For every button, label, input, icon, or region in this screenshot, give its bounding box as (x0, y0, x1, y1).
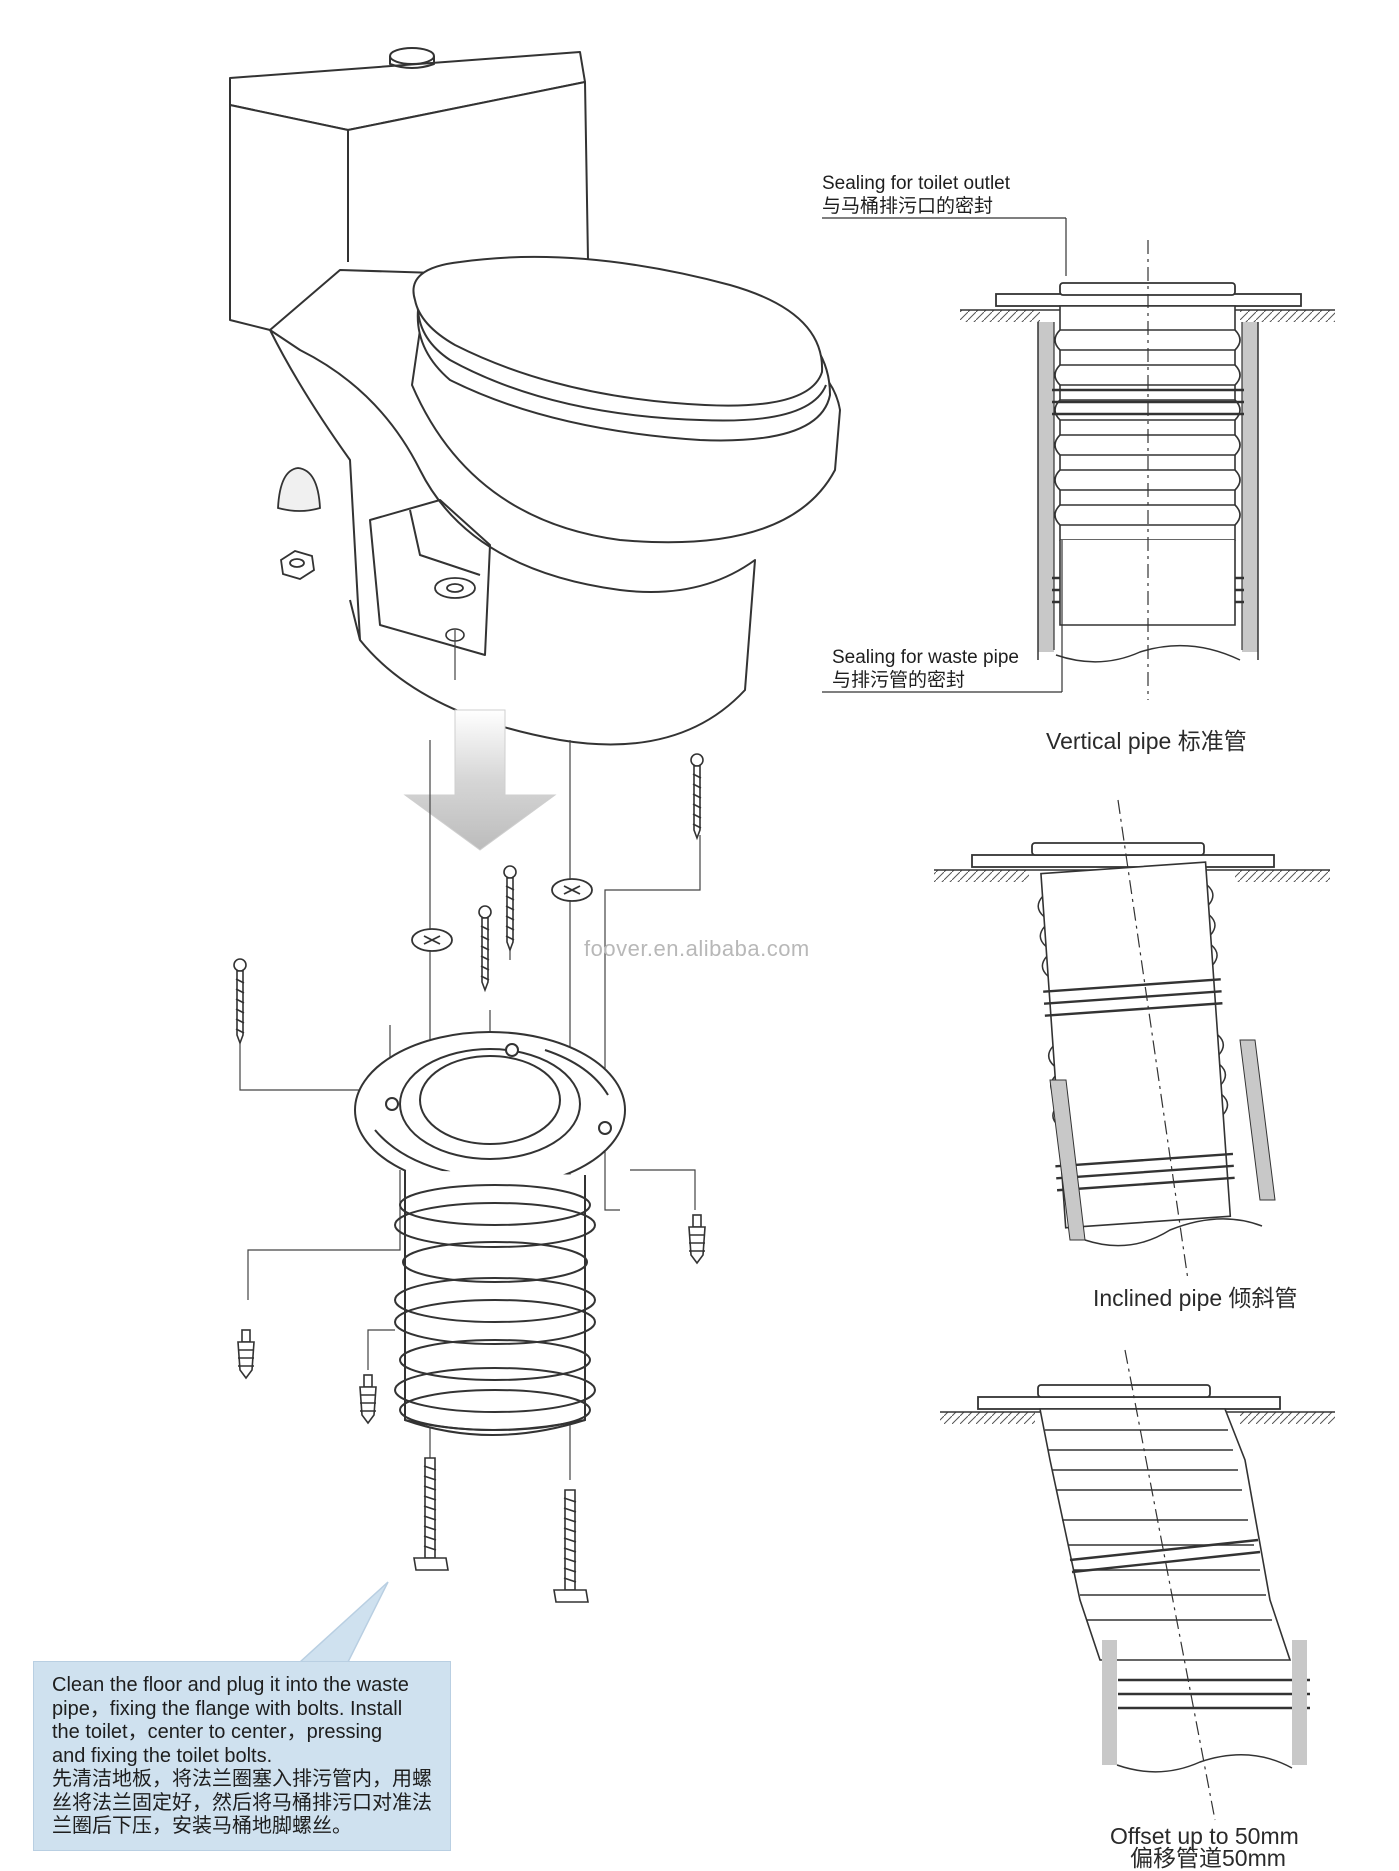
caption-offset-en: Offset up to 50mm (1110, 1823, 1299, 1849)
watermark: foover.en.alibaba.com (584, 936, 810, 961)
instruction-callout (33, 1661, 451, 1851)
note-line: 丝将法兰固定好，然后将马桶排污口对准法 (52, 1791, 432, 1814)
callout-tail (298, 1581, 389, 1663)
note-line: and fixing the toilet bolts. (52, 1744, 273, 1767)
caption-inclined: Inclined pipe 倾斜管 (1093, 1285, 1298, 1311)
label-outlet-zh: 与马桶排污口的密封 (822, 196, 994, 217)
flange (354, 1031, 626, 1436)
label-waste-zh: 与排污管的密封 (832, 670, 966, 691)
screws (233, 753, 704, 1046)
note-line: 兰圈后下压，安装马桶地脚螺丝。 (52, 1815, 352, 1837)
label-outlet-en: Sealing for toilet outlet (822, 173, 1011, 194)
washer-top (434, 577, 476, 599)
inclined-pipe-detail (934, 799, 1330, 1281)
t-bolts (413, 1457, 589, 1603)
wall-anchors (237, 1214, 706, 1425)
caption-offset-zh: 偏移管道50mm (1130, 1845, 1286, 1871)
note-line: Clean the floor and plug it into the was… (52, 1674, 409, 1696)
caption-vertical: Vertical pipe 标准管 (1046, 728, 1247, 754)
down-arrow (403, 709, 557, 851)
vertical-pipe-detail (822, 217, 1335, 700)
hex-nut (280, 550, 315, 580)
note-line: the toilet，center to center，pressing (52, 1721, 383, 1743)
bolt-cap (277, 467, 321, 512)
screw-caps (411, 878, 593, 952)
instruction-text: Clean the floor and plug it into the was… (52, 1674, 442, 1839)
note-line: pipe，fixing the flange with bolts. Insta… (52, 1697, 403, 1720)
note-line: 先清洁地板，将法兰圈塞入排污管内，用螺 (52, 1768, 432, 1790)
label-waste-en: Sealing for waste pipe (832, 647, 1019, 668)
toilet (229, 47, 841, 746)
offset-pipe-detail (940, 1349, 1335, 1821)
